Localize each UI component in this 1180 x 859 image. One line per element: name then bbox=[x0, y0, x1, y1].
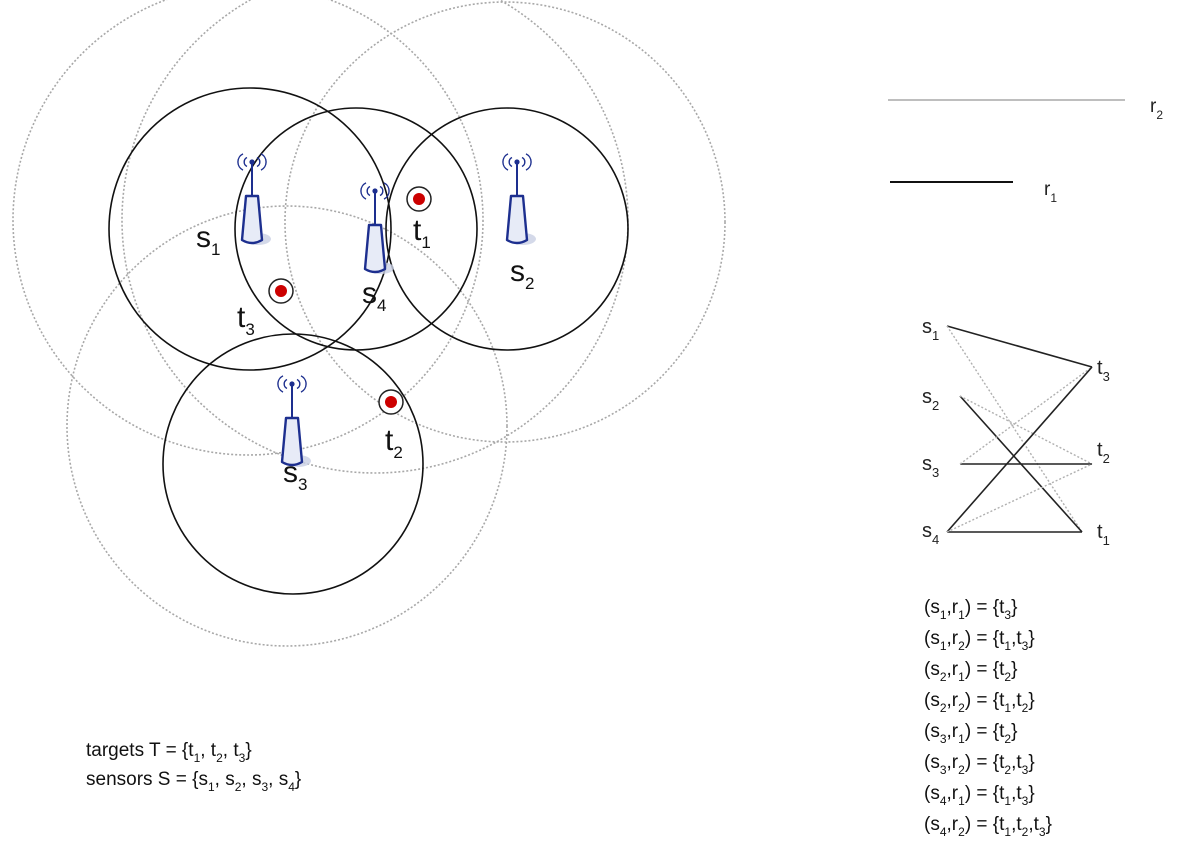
bip-node-s2: s2 bbox=[922, 386, 939, 413]
s3-r2-range-circle bbox=[66, 205, 508, 647]
equation-6: (s3,r2) = {t2,t3} bbox=[924, 752, 1035, 777]
target-dot-icon bbox=[378, 389, 404, 415]
label-t3: t3 bbox=[237, 301, 255, 339]
s4-r1-range-circle bbox=[234, 107, 478, 351]
equation-3: (s2,r1) = {t2} bbox=[924, 659, 1017, 684]
target-dot-icon bbox=[406, 186, 432, 212]
s2-r1-range-circle bbox=[385, 107, 629, 351]
map-labels: s1 t1 s2 s4 t3 t2 s3 bbox=[196, 214, 534, 494]
legend-r2-label: r2 bbox=[1150, 96, 1163, 122]
s3-r1-range-circle bbox=[162, 333, 424, 595]
edge-s2-t2-r2 bbox=[959, 395, 1093, 465]
sensor-s2 bbox=[502, 153, 536, 245]
target-t2 bbox=[378, 389, 404, 415]
sensor-s4 bbox=[360, 182, 394, 274]
label-s3: s3 bbox=[283, 456, 307, 494]
targets-set-definition: targets T = {t1, t2, t3} bbox=[86, 740, 252, 765]
coverage-circles bbox=[12, 0, 726, 647]
coverage-equations: (s1,r1) = {t3} (s1,r2) = {t1,t3} (s2,r1) =… bbox=[924, 597, 1052, 839]
edge-s1-t3-r1 bbox=[946, 325, 1093, 368]
label-s2: s2 bbox=[510, 255, 534, 293]
sensors bbox=[237, 153, 536, 467]
antenna-tower-icon bbox=[502, 153, 536, 245]
equation-1: (s1,r1) = {t3} bbox=[924, 597, 1017, 622]
equation-4: (s2,r2) = {t1,t2} bbox=[924, 690, 1035, 715]
antenna-tower-icon bbox=[360, 182, 394, 274]
bipartite-graph: s1 s2 s3 s4 t3 t2 t1 bbox=[922, 316, 1110, 548]
sensor-s3 bbox=[277, 375, 311, 467]
bipartite-edges bbox=[946, 325, 1093, 533]
s1-r2-range-circle bbox=[12, 0, 484, 456]
bipartite-left-nodes: s1 s2 s3 s4 bbox=[922, 316, 939, 547]
edge-s1-t1-r2 bbox=[946, 325, 1083, 533]
equation-7: (s4,r1) = {t1,t3} bbox=[924, 783, 1035, 808]
label-t2: t2 bbox=[385, 424, 403, 462]
equation-5: (s3,r1) = {t2} bbox=[924, 721, 1017, 746]
legend-r1-label: r1 bbox=[1044, 179, 1057, 205]
bip-node-t1: t1 bbox=[1097, 521, 1110, 548]
edge-s4-t2-r2 bbox=[946, 463, 1093, 533]
antenna-tower-icon bbox=[237, 153, 271, 245]
targets bbox=[268, 186, 432, 415]
bip-node-s3: s3 bbox=[922, 453, 939, 480]
equation-2: (s1,r2) = {t1,t3} bbox=[924, 628, 1035, 653]
edge-s4-t3-r1 bbox=[946, 366, 1093, 533]
target-t1 bbox=[406, 186, 432, 212]
sensor-s1 bbox=[237, 153, 271, 245]
label-t1: t1 bbox=[413, 214, 431, 252]
target-t3 bbox=[268, 278, 294, 304]
label-s4: s4 bbox=[362, 277, 386, 315]
bip-node-s4: s4 bbox=[922, 520, 939, 547]
s1-r1-range-circle bbox=[108, 87, 392, 371]
label-s1: s1 bbox=[196, 221, 220, 259]
bip-node-t3: t3 bbox=[1097, 357, 1110, 384]
antenna-tower-icon bbox=[277, 375, 311, 467]
sensors-set-definition: sensors S = {s1, s2, s3, s4} bbox=[86, 769, 301, 794]
bip-node-s1: s1 bbox=[922, 316, 939, 343]
bipartite-right-nodes: t3 t2 t1 bbox=[1097, 357, 1110, 548]
bip-node-t2: t2 bbox=[1097, 439, 1110, 466]
edge-s3-t3-r2 bbox=[959, 366, 1093, 465]
s2-r2-range-circle bbox=[284, 1, 726, 443]
set-definitions: targets T = {t1, t2, t3} sensors S = {s1,… bbox=[86, 740, 301, 794]
legend: r2 r1 bbox=[888, 96, 1163, 205]
target-dot-icon bbox=[268, 278, 294, 304]
equation-8: (s4,r2) = {t1,t2,t3} bbox=[924, 814, 1052, 839]
